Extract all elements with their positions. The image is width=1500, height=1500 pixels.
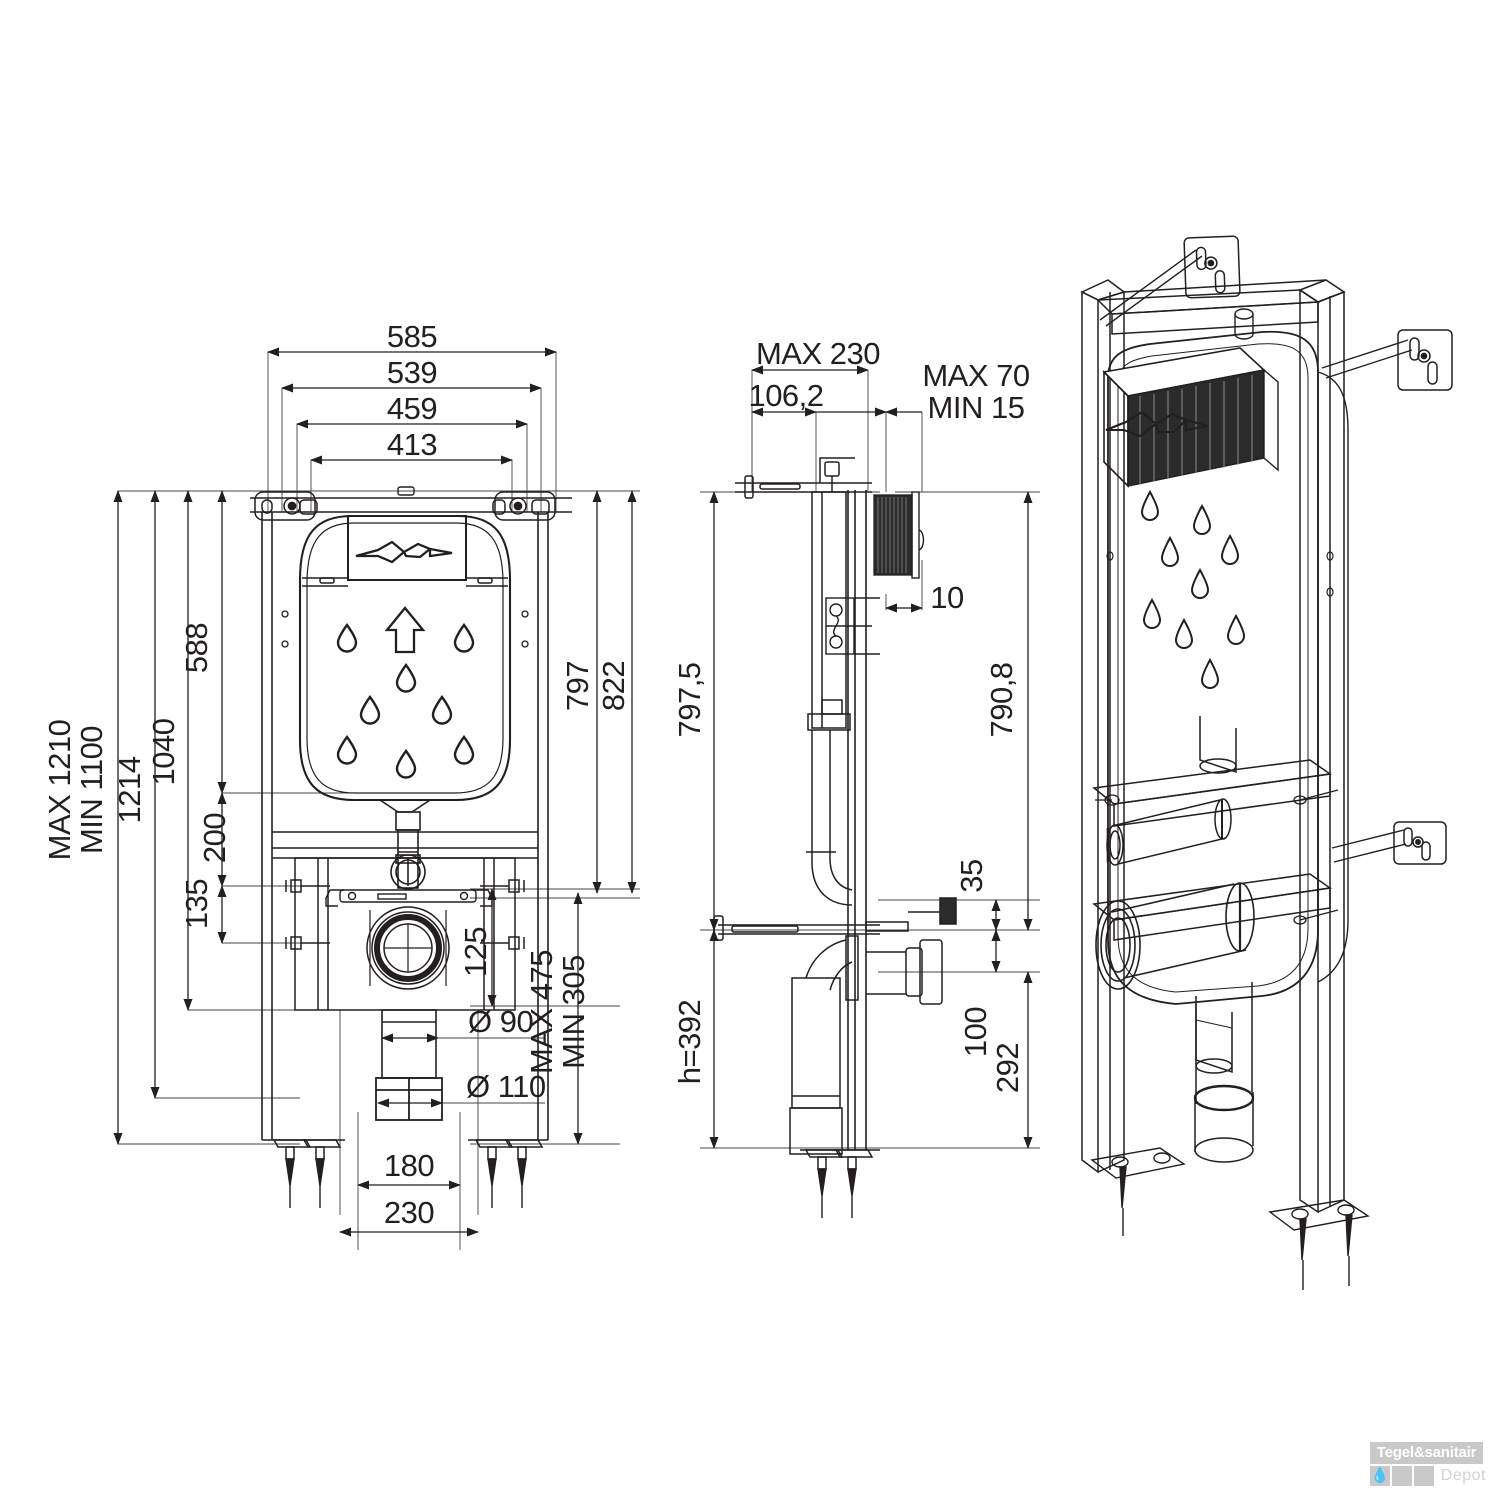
iso-wall-bracket-top-left — [1099, 235, 1241, 327]
dim-side-max230: MAX 230 — [756, 336, 880, 371]
side-mid-rail — [713, 897, 957, 941]
front-frame — [250, 497, 572, 1140]
cistern-side-holes — [281, 610, 529, 648]
dim-front-min305: MIN 305 — [556, 955, 591, 1069]
side-flush-pipe — [806, 730, 853, 906]
iso-feet — [1090, 1147, 1370, 1290]
iso-wall-bracket-mid-right — [1331, 821, 1447, 865]
iso-side-holes — [1106, 551, 1334, 597]
dim-front-200: 200 — [197, 813, 232, 863]
watermark-logo: Tegel&sanitair 💧 Depot — [1369, 1442, 1486, 1486]
brand-emblem — [355, 540, 453, 564]
iso-cistern — [1107, 330, 1349, 1005]
dim-side-max70: MAX 70 — [922, 358, 1030, 393]
dim-front-dia110: Ø 110 — [466, 1069, 546, 1104]
dim-side-797-5: 797,5 — [672, 662, 707, 737]
cistern-midband — [302, 577, 508, 587]
iso-brand-emblem — [1105, 410, 1209, 438]
iso-right-post — [1298, 279, 1346, 1214]
side-waste-bend — [789, 935, 859, 1155]
dim-front-125: 125 — [458, 927, 493, 977]
front-top-clip — [397, 486, 415, 496]
front-top-bracket-left — [254, 491, 318, 521]
iso-mid-rail — [1092, 759, 1332, 827]
dim-side-h392: h=392 — [672, 1000, 707, 1085]
watermark-depot-text: Depot — [1440, 1467, 1486, 1484]
front-top-dimensions — [267, 347, 557, 465]
drain-pipe-90 — [381, 1009, 437, 1079]
iso-drain-stack — [1193, 982, 1255, 1163]
side-view-group — [700, 365, 1040, 1219]
dimension-labels: 585 539 459 413 MAX 1210 MIN 1100 1214 1… — [42, 319, 1030, 1230]
dim-front-413: 413 — [387, 427, 437, 462]
dim-front-588: 588 — [179, 623, 214, 673]
dim-front-459: 459 — [387, 391, 437, 426]
dim-front-max475: MAX 475 — [524, 950, 559, 1074]
iso-waste-pipe — [1095, 882, 1255, 990]
watermark-square-3 — [1413, 1466, 1434, 1486]
front-mid-rail — [272, 831, 538, 859]
water-droplets — [336, 623, 475, 779]
iso-water-droplets — [1140, 489, 1246, 689]
dim-front-min1100: MIN 1100 — [74, 726, 109, 854]
iso-inlet-pipe — [1106, 798, 1232, 866]
side-top-bracket-arm — [735, 457, 872, 499]
side-top-dimensions — [751, 365, 923, 613]
waste-outlet — [366, 906, 450, 990]
dim-front-dia90: Ø 90 — [468, 1004, 533, 1039]
dim-front-822: 822 — [596, 661, 631, 711]
dim-front-135: 135 — [179, 879, 214, 929]
iso-adjust-pins — [1095, 789, 1339, 925]
iso-wall-bracket-top-right — [1321, 329, 1453, 391]
front-feet — [262, 1139, 548, 1209]
side-inner-mechanism — [825, 597, 880, 655]
watermark-square-2 — [1391, 1466, 1412, 1486]
watermark-bottom-row: 💧 Depot — [1369, 1466, 1486, 1486]
dim-side-100: 100 — [958, 1007, 993, 1057]
front-left-dimensions — [113, 490, 227, 1145]
dim-front-797: 797 — [560, 661, 595, 711]
water-inlet-fitting — [390, 854, 426, 890]
iso-top-fitting — [1234, 308, 1254, 340]
side-right-dimensions — [991, 491, 1033, 1149]
front-diameter-dimensions — [377, 1033, 545, 1108]
front-view-group — [113, 347, 640, 1250]
side-feet — [800, 1149, 880, 1219]
flush-plate — [347, 515, 467, 581]
iso-flush-plate — [1102, 347, 1279, 488]
dim-front-585: 585 — [387, 319, 437, 354]
dim-side-10: 10 — [930, 580, 964, 615]
side-cistern — [807, 461, 851, 731]
flow-arrow-icon — [384, 606, 426, 654]
side-frame-profile — [847, 490, 867, 1150]
cistern-body — [298, 514, 512, 802]
flush-pipe — [379, 799, 431, 889]
dim-front-max1210: MAX 1210 — [42, 719, 77, 860]
dim-side-min15: MIN 15 — [928, 390, 1025, 425]
dim-side-292: 292 — [990, 1043, 1025, 1093]
water-drop-icon: 💧 — [1369, 1466, 1390, 1486]
front-adjust-pins — [285, 879, 525, 950]
front-right-dimensions — [487, 490, 637, 1145]
watermark-brand-text: Tegel&sanitair — [1369, 1442, 1484, 1464]
iso-flush-pipe — [1195, 716, 1237, 1074]
waste-bracket-plate — [325, 889, 493, 907]
dim-front-230: 230 — [384, 1195, 434, 1230]
iso-left-post — [1080, 279, 1126, 1174]
dim-side-790-8: 790,8 — [984, 662, 1019, 737]
dim-front-1214: 1214 — [112, 756, 147, 823]
dim-front-539: 539 — [387, 355, 437, 390]
side-pan-connector — [866, 939, 943, 1005]
front-bottom-dimensions — [339, 1180, 479, 1237]
dim-side-35: 35 — [954, 859, 989, 892]
flush-plate-side — [873, 491, 925, 579]
dim-front-1040: 1040 — [146, 718, 181, 785]
drain-socket-110 — [375, 1077, 443, 1121]
front-top-bracket-right — [492, 491, 556, 521]
iso-view-group — [1080, 235, 1453, 1290]
dim-front-180: 180 — [384, 1148, 434, 1183]
dim-side-106-2: 106,2 — [748, 378, 823, 413]
